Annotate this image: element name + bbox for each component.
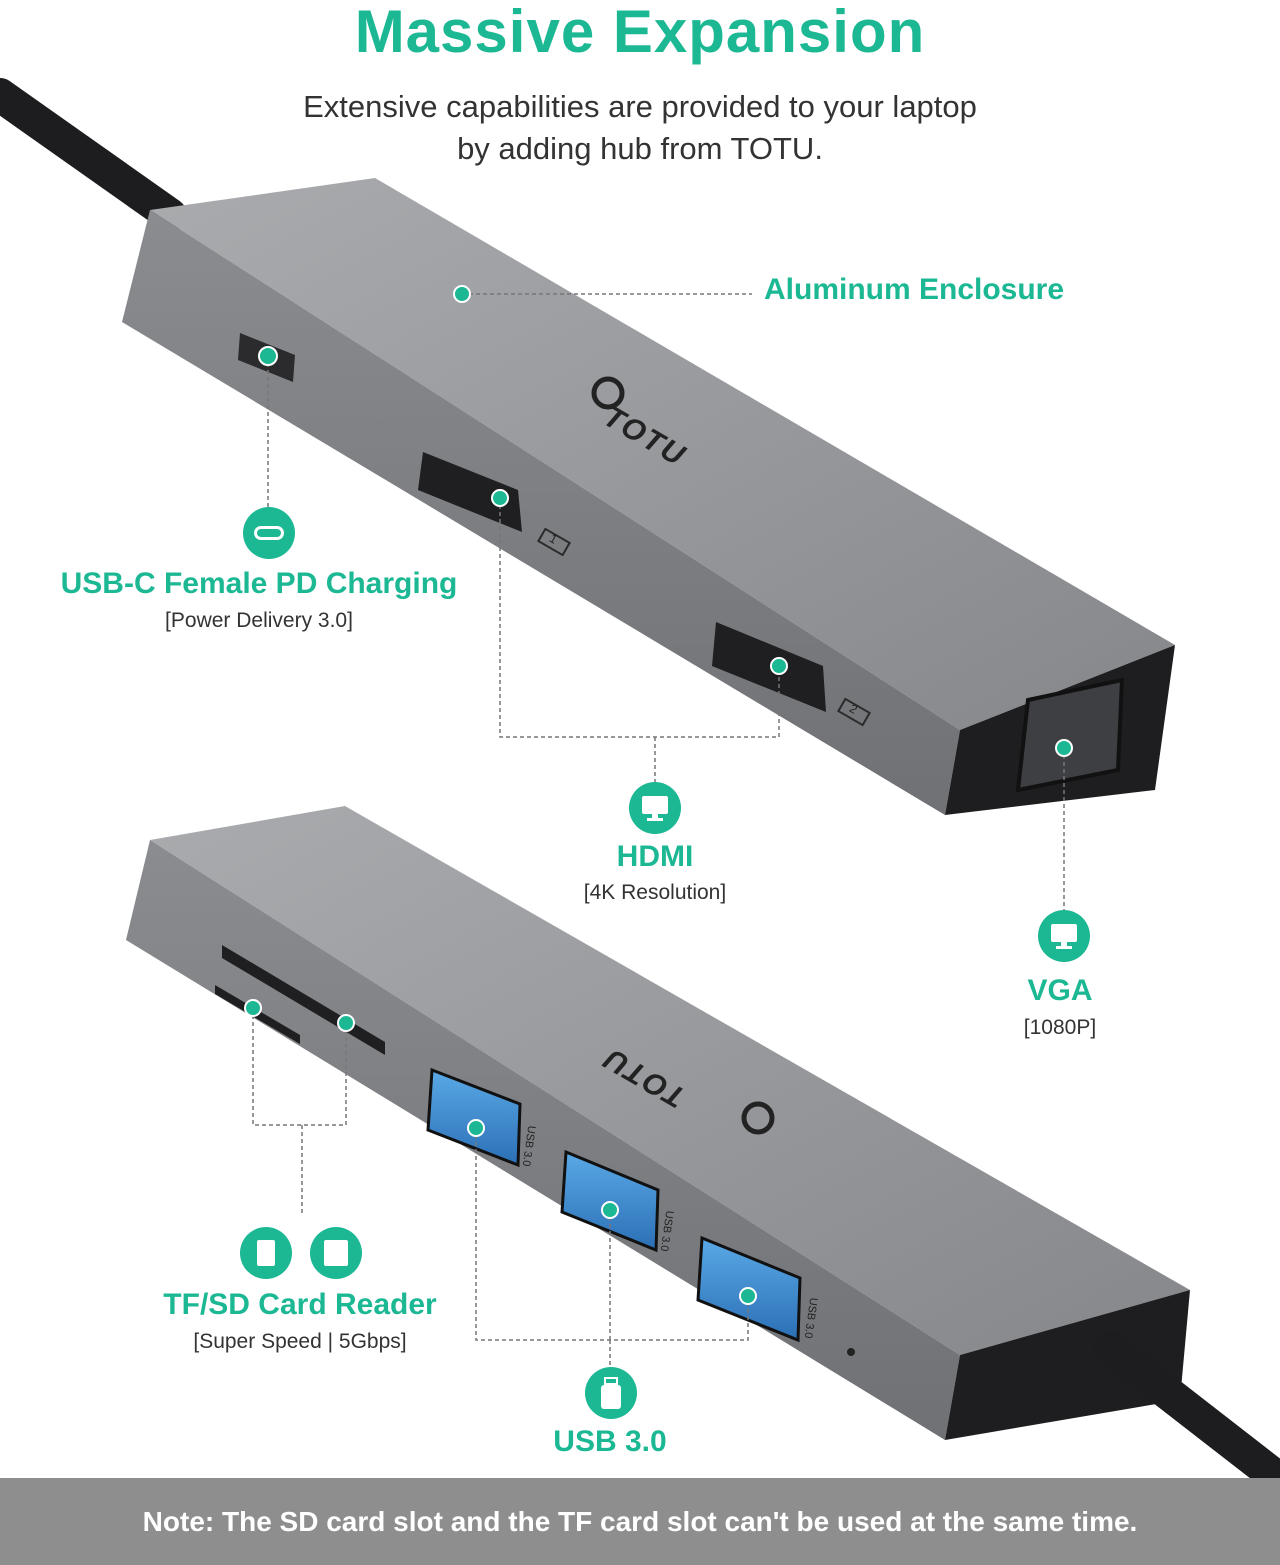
vga-monitor-icon	[1038, 910, 1090, 962]
usb-stick-icon	[585, 1367, 637, 1419]
footer-note: Note: The SD card slot and the TF card s…	[0, 1478, 1280, 1565]
tf-card-icon	[240, 1227, 292, 1279]
led-indicator	[847, 1348, 855, 1356]
hdmi-number-box-1	[537, 527, 571, 557]
card-reader-detail: [Super Speed | 5Gbps]	[193, 1330, 407, 1353]
cable-top	[0, 78, 187, 232]
sd-card-icon	[310, 1227, 362, 1279]
callout-dots	[244, 285, 1073, 1305]
hdmi-detail: [4K Resolution]	[583, 881, 727, 904]
logo-swirl-top	[591, 376, 625, 410]
card-reader-label: TF/SD Card Reader	[163, 1288, 437, 1321]
usbc-detail: [Power Delivery 3.0]	[165, 609, 353, 632]
hdmi-label: HDMI	[616, 840, 694, 873]
logo-swirl-bottom	[741, 1101, 775, 1135]
vga-detail: [1080P]	[1023, 1016, 1097, 1039]
page-title: Massive Expansion	[354, 0, 926, 65]
hub-bottom-end	[945, 1290, 1190, 1440]
hub-bottom-surface	[150, 806, 1190, 1355]
usb-c-icon	[243, 507, 295, 559]
leader-lines	[252, 293, 1065, 1368]
hdmi-port-1	[418, 452, 522, 532]
subtitle-line-2: by adding hub from TOTU.	[457, 131, 823, 166]
page-subtitle: Extensive capabilities are provided to y…	[0, 86, 1280, 170]
hdmi-number-box-2	[837, 697, 871, 727]
usbc-label: USB-C Female PD Charging	[60, 567, 458, 600]
hdmi-port-2	[712, 622, 826, 712]
usb-c-icon-shape	[254, 526, 284, 540]
enclosure-label: Aluminum Enclosure	[764, 273, 1065, 306]
hub-top	[122, 178, 1175, 815]
usb3-label: USB 3.0	[553, 1425, 667, 1458]
vga-label: VGA	[1027, 974, 1093, 1007]
monitor-icon	[629, 782, 681, 834]
usb-port-1	[426, 1067, 522, 1168]
subtitle-line-1: Extensive capabilities are provided to y…	[303, 89, 977, 124]
cable-bottom	[1093, 1331, 1280, 1497]
vga-port	[1015, 677, 1125, 793]
hub-top-surface	[150, 178, 1175, 730]
